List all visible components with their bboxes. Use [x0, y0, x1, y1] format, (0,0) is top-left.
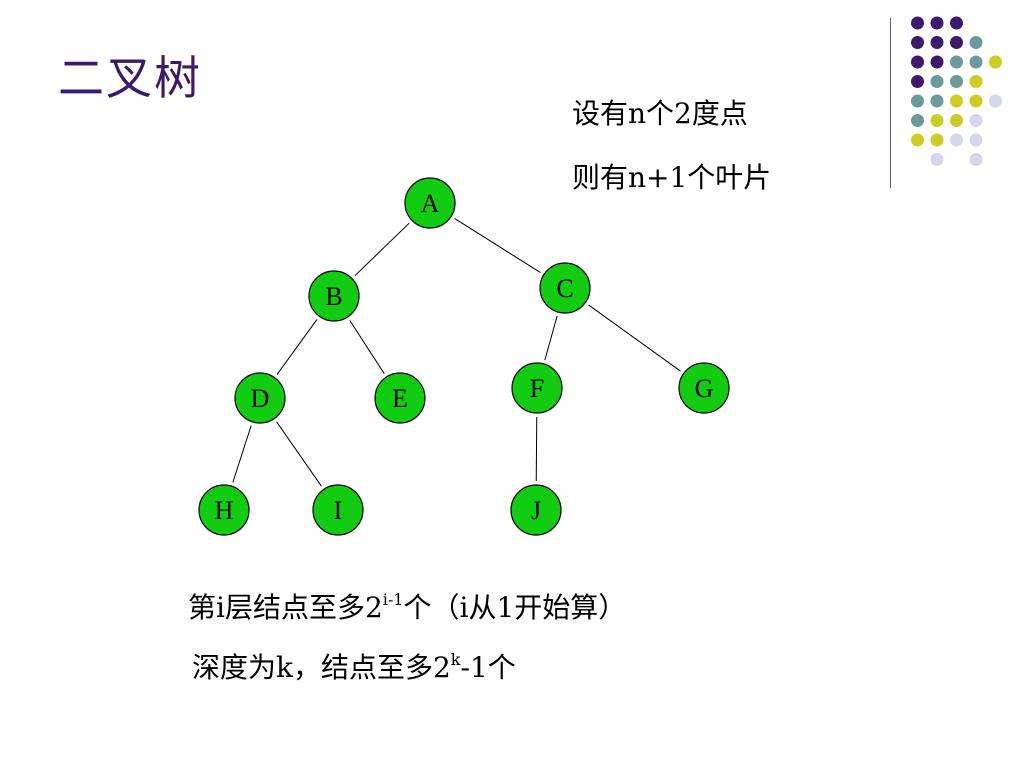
- tree-node-A: A: [404, 177, 456, 229]
- tree-node-B: B: [308, 270, 360, 322]
- decorative-dot: [930, 16, 944, 30]
- tree-node-label: B: [325, 282, 342, 311]
- decorative-dot: [930, 133, 944, 147]
- tree-edge-C-G: [588, 304, 681, 372]
- tree-node-circle: [510, 484, 562, 536]
- tree-node-circle: [308, 270, 360, 322]
- tree-node-circle: [539, 262, 591, 314]
- tree-edge-D-I: [276, 421, 322, 487]
- decorative-dot: [969, 75, 983, 88]
- note-degree-two: 设有n个2度点: [572, 97, 748, 130]
- decorative-dot: [950, 36, 963, 49]
- tree-edge-B-E: [349, 320, 385, 374]
- decorative-dot: [950, 94, 963, 108]
- decorative-dot: [930, 36, 944, 49]
- tree-edge-C-F: [544, 315, 558, 361]
- decorative-dot: [950, 16, 963, 30]
- tree-node-circle: [678, 362, 730, 414]
- fact2-suffix: -1个: [460, 651, 516, 684]
- fact1-suffix: 个（i从1开始算）: [403, 591, 627, 624]
- fact2-text: 深度为k，结点至多2: [192, 651, 451, 684]
- decorative-dot: [969, 55, 983, 69]
- decorative-dot: [969, 94, 983, 108]
- tree-node-C: C: [539, 262, 591, 314]
- decorative-dot: [969, 36, 983, 49]
- decorative-dot: [911, 36, 924, 49]
- decorative-dot: [930, 94, 944, 108]
- tree-node-F: F: [511, 362, 563, 414]
- decorative-divider: [890, 18, 891, 188]
- decorative-dot: [969, 133, 983, 147]
- decorative-dot: [950, 133, 963, 147]
- decorative-dot: [969, 114, 983, 127]
- decorative-dot: [911, 16, 924, 30]
- tree-node-circle: [511, 362, 563, 414]
- decorative-dot: [911, 55, 924, 69]
- tree-node-label: J: [531, 496, 541, 525]
- decorative-dot: [911, 75, 924, 88]
- fact1-text: 第i层结点至多2: [188, 591, 383, 624]
- tree-node-circle: [374, 372, 426, 424]
- decorative-dot: [950, 55, 963, 69]
- decorative-dot: [911, 133, 924, 147]
- decorative-dot: [989, 94, 1002, 108]
- decorative-dot: [950, 75, 963, 88]
- tree-node-circle: [198, 484, 250, 536]
- decorative-dot: [930, 75, 944, 88]
- decorative-dot: [930, 114, 944, 127]
- decorative-dot: [989, 55, 1002, 69]
- decorative-dot: [930, 55, 944, 69]
- tree-node-D: D: [234, 372, 286, 424]
- tree-node-circle: [312, 484, 364, 536]
- decorative-dot: [911, 94, 924, 108]
- tree-node-label: E: [392, 384, 408, 413]
- tree-edge-F-J: [535, 416, 538, 482]
- tree-node-H: H: [198, 484, 250, 536]
- tree-node-label: H: [215, 496, 234, 525]
- tree-node-circle: [404, 177, 456, 229]
- fact-depth-max-nodes: 深度为k，结点至多2k-1个: [192, 646, 516, 686]
- tree-edge-A-C: [454, 218, 541, 273]
- decorative-dot: [950, 114, 963, 127]
- tree-node-label: I: [334, 496, 343, 525]
- tree-node-J: J: [510, 484, 562, 536]
- tree-node-circle: [234, 372, 286, 424]
- decorative-dot: [969, 153, 983, 166]
- tree-node-label: D: [251, 384, 270, 413]
- note-leaves: 则有n+1个叶片: [572, 161, 772, 194]
- tree-edge-B-D: [276, 319, 318, 375]
- tree-edge-D-H: [232, 425, 252, 483]
- tree-node-E: E: [374, 372, 426, 424]
- tree-node-label: F: [530, 374, 544, 403]
- tree-node-G: G: [678, 362, 730, 414]
- tree-node-label: C: [556, 274, 573, 303]
- slide-title: 二叉树: [58, 51, 202, 105]
- fact2-exponent: k: [450, 649, 461, 669]
- decorative-dot: [930, 153, 944, 166]
- fact-level-max-nodes: 第i层结点至多2i-1个（i从1开始算）: [188, 586, 626, 626]
- tree-node-label: G: [695, 374, 714, 403]
- fact1-exponent: i-1: [382, 589, 404, 609]
- decorative-dot: [911, 114, 924, 127]
- tree-edge-A-B: [354, 222, 410, 277]
- tree-node-I: I: [312, 484, 364, 536]
- tree-node-label: A: [421, 189, 440, 218]
